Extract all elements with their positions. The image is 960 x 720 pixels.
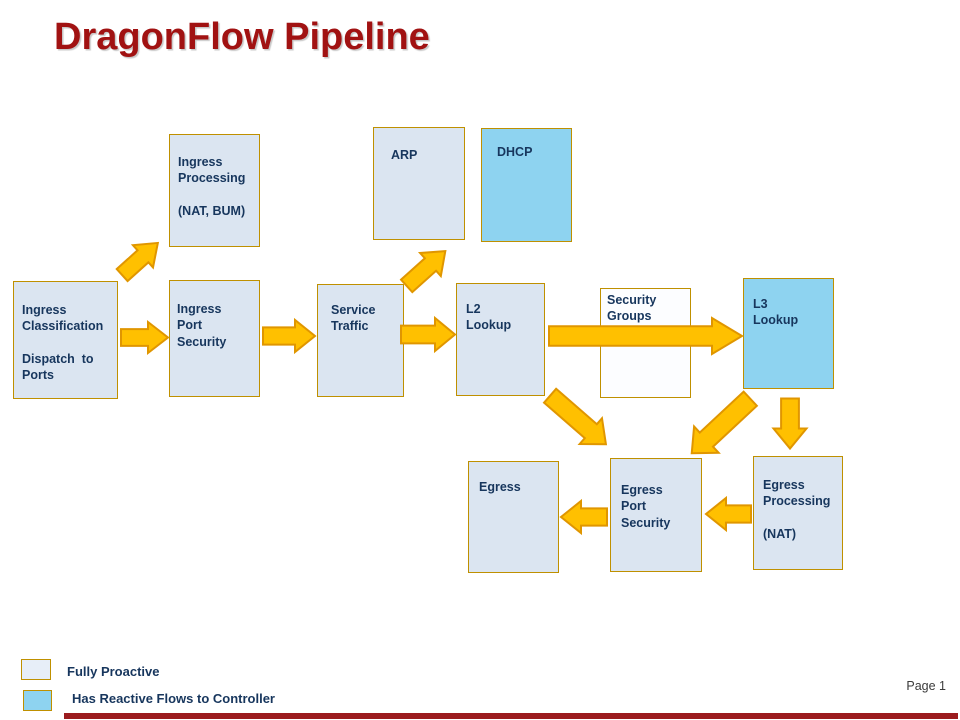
page-number: Page 1	[906, 679, 946, 693]
arrow-l2-lookup-to-egress-port-security	[542, 387, 608, 446]
node-egress: Egress	[468, 461, 559, 573]
node-service-traffic: Service Traffic	[317, 284, 404, 397]
node-l3-lookup: L3 Lookup	[743, 278, 834, 389]
arrow-service-traffic-to-arp	[399, 250, 447, 294]
arrow-l2-lookup-to-l3-lookup	[548, 316, 744, 356]
arrow-ingress-port-security-to-service-traffic	[262, 317, 317, 355]
arrow-ingress-classification-to-ingress-port-security	[120, 319, 170, 356]
footer-bar	[64, 713, 958, 719]
node-l2-lookup: L2 Lookup	[456, 283, 545, 396]
arrow-service-traffic-to-l2-lookup	[400, 315, 457, 354]
legend-swatch-has-reactive-flows	[23, 690, 52, 711]
arrow-l3-lookup-to-egress-processing	[771, 397, 809, 451]
node-egress-port-security: Egress Port Security	[610, 458, 702, 572]
node-ingress-classification: Ingress Classification Dispatch to Ports	[13, 281, 118, 399]
arrow-ingress-classification-to-ingress-processing	[115, 241, 160, 283]
legend-swatch-fully-proactive	[21, 659, 51, 680]
legend-label-has-reactive-flows: Has Reactive Flows to Controller	[72, 691, 275, 706]
node-ingress-port-security: Ingress Port Security	[169, 280, 260, 397]
node-dhcp: DHCP	[481, 128, 572, 242]
arrow-egress-port-security-to-egress	[559, 498, 608, 536]
arrow-l3-lookup-to-egress-port-security	[690, 390, 759, 455]
legend-label-fully-proactive: Fully Proactive	[67, 664, 160, 679]
node-arp: ARP	[373, 127, 465, 240]
node-egress-processing: Egress Processing (NAT)	[753, 456, 843, 570]
arrow-egress-processing-to-egress-port-security	[704, 495, 752, 533]
node-ingress-processing: Ingress Processing (NAT, BUM)	[169, 134, 260, 247]
slide-title: DragonFlow Pipeline	[54, 16, 430, 58]
